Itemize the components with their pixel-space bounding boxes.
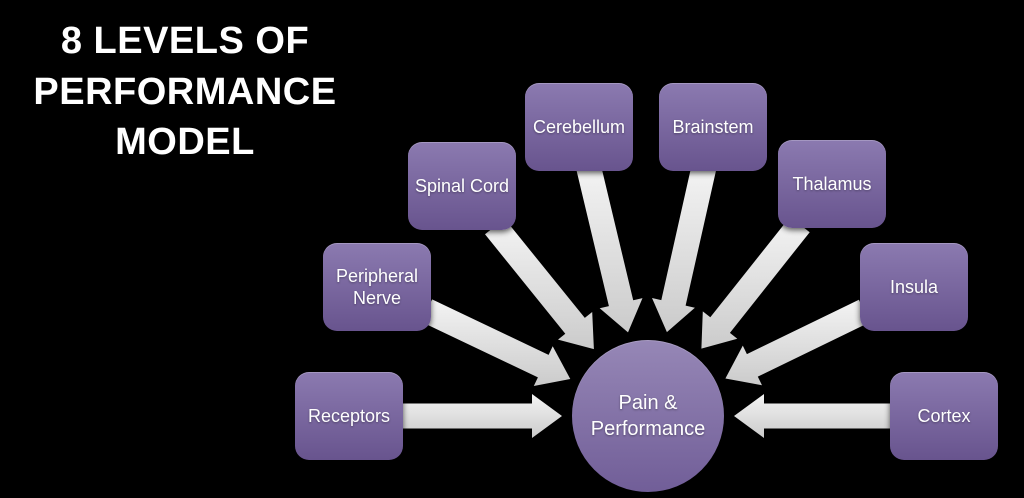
node-cortex: Cortex [890,372,998,460]
arrow-cortex-to-center [734,394,895,438]
center-node-label: Pain & Performance [590,392,706,440]
node-label-peripheral-nerve: Peripheral Nerve [335,265,419,309]
node-peripheral-nerve: Peripheral Nerve [323,243,431,331]
node-insula: Insula [860,243,968,331]
node-label-receptors: Receptors [307,405,391,426]
node-brainstem: Brainstem [659,83,767,171]
node-spinal-cord: Spinal Cord [408,142,516,230]
arrow-spinal-cord-to-center [485,218,594,350]
node-label-spinal-cord: Spinal Cord [414,175,510,196]
arrow-receptors-to-center [398,394,562,438]
arrow-cerebellum-to-center [576,164,643,333]
node-label-cortex: Cortex [917,405,971,426]
arrow-thalamus-to-center [701,216,810,349]
arrow-peripheral-nerve-to-center [421,299,571,386]
arrow-brainstem-to-center [652,164,717,333]
center-node-pain-performance: Pain & Performance [572,340,724,492]
node-thalamus: Thalamus [778,140,886,228]
node-label-insula: Insula [889,276,939,297]
node-receptors: Receptors [295,372,403,460]
node-label-brainstem: Brainstem [672,116,754,137]
page-title: 8 LEVELS OF PERFORMANCE MODEL [33,20,337,164]
arrow-insula-to-center [725,299,870,386]
node-label-cerebellum: Cerebellum [532,116,626,137]
node-cerebellum: Cerebellum [525,83,633,171]
node-label-thalamus: Thalamus [792,173,872,194]
